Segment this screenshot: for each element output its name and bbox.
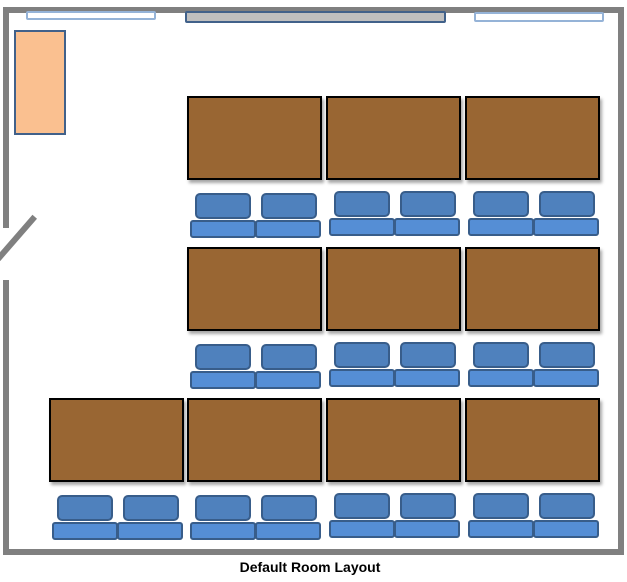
table — [465, 96, 600, 180]
chair-back — [539, 191, 595, 217]
chair-back — [473, 191, 529, 217]
chair-back — [261, 495, 317, 521]
chair-seat — [394, 520, 460, 538]
chair-seat — [255, 371, 321, 389]
table — [187, 398, 322, 482]
chair-seat — [468, 369, 534, 387]
chair-back — [261, 193, 317, 219]
chair-seat — [117, 522, 183, 540]
table — [326, 96, 461, 180]
chair-seat — [190, 220, 256, 238]
left-wall-upper — [3, 7, 9, 228]
table — [326, 247, 461, 331]
chair-back — [261, 344, 317, 370]
table — [465, 247, 600, 331]
chair-seat — [533, 369, 599, 387]
chair-back — [57, 495, 113, 521]
chair-seat — [190, 522, 256, 540]
chair-seat — [52, 522, 118, 540]
chair-back — [334, 342, 390, 368]
chair-back — [334, 493, 390, 519]
chair-seat — [468, 218, 534, 236]
chair-seat — [533, 520, 599, 538]
right-wall — [618, 7, 624, 555]
top-wall — [3, 7, 624, 13]
window-left — [26, 11, 156, 20]
window-right — [474, 12, 604, 22]
chair-seat — [329, 520, 395, 538]
chair-seat — [329, 218, 395, 236]
left-wall-lower — [3, 280, 9, 555]
table — [49, 398, 184, 482]
chair-seat — [394, 218, 460, 236]
table — [326, 398, 461, 482]
diagram-caption: Default Room Layout — [239, 559, 381, 575]
chair-seat — [533, 218, 599, 236]
chair-back — [400, 493, 456, 519]
chair-seat — [190, 371, 256, 389]
chair-back — [195, 193, 251, 219]
table — [465, 398, 600, 482]
chair-back — [334, 191, 390, 217]
chair-seat — [255, 220, 321, 238]
whiteboard — [185, 11, 446, 23]
chair-back — [195, 495, 251, 521]
chair-back — [473, 493, 529, 519]
chair-back — [400, 342, 456, 368]
bottom-wall — [3, 549, 624, 555]
chair-back — [539, 342, 595, 368]
chair-back — [195, 344, 251, 370]
table — [187, 96, 322, 180]
chair-seat — [394, 369, 460, 387]
cabinet — [14, 30, 66, 135]
chair-seat — [468, 520, 534, 538]
chair-back — [473, 342, 529, 368]
chair-seat — [255, 522, 321, 540]
chair-back — [539, 493, 595, 519]
chair-back — [123, 495, 179, 521]
table — [187, 247, 322, 331]
chair-back — [400, 191, 456, 217]
chair-seat — [329, 369, 395, 387]
